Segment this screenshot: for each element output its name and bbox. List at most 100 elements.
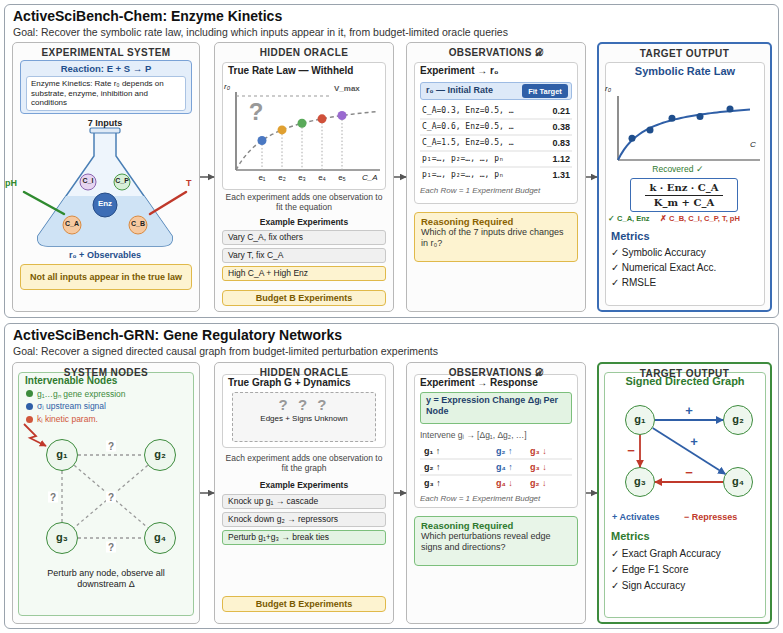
drop-line <box>282 134 283 170</box>
node-body: K_m + C_A <box>654 196 714 209</box>
flow-arrow <box>394 492 406 494</box>
note-text: Perturb any node, observe all downstream… <box>22 568 190 590</box>
metric-item: ✓ Edge F1 Score <box>611 564 761 576</box>
table-card: Experiment → r₀r₀ — Initial RateFit Targ… <box>414 62 578 204</box>
legend-text: kᵢ kinetic param. <box>37 414 98 424</box>
metrics-heading: Metrics <box>611 230 711 243</box>
temperature-probe <box>150 192 186 214</box>
node-heading: Perturb g₁+g₃ → break ties <box>228 532 380 542</box>
flow-arrow <box>394 176 406 178</box>
observation-point <box>298 119 307 128</box>
point-label: e₁ <box>255 173 269 183</box>
molecule-label: C_I <box>76 177 100 185</box>
unknown-edge <box>74 465 148 527</box>
observation-point <box>258 136 267 145</box>
node-heading: True Graph G + Dynamics <box>228 377 380 389</box>
table-cell: g₄ ↓ <box>496 478 526 489</box>
node-heading: True Rate Law — Withheld <box>228 65 380 77</box>
molecule-label: C_B <box>126 220 150 228</box>
flow-arrow <box>200 176 214 178</box>
node-heading: y = Expression Change Δgᵢ Per Node <box>426 395 566 417</box>
table-rules <box>420 459 572 460</box>
flow-arrow <box>200 492 214 494</box>
legend-text: g₁…gₙ gene expression <box>37 388 126 399</box>
axis-label: C <box>750 140 762 150</box>
excluded-inputs: ✗ C_B, C_I, C_P, T, pH <box>660 214 762 223</box>
legend-swatch <box>26 416 33 423</box>
table-cell: g₂ ↑ <box>424 462 464 473</box>
data-point <box>647 127 654 134</box>
table-rules <box>420 119 572 120</box>
legend-row: g₁…gₙ gene expression <box>26 388 126 399</box>
node-heading: g₃ <box>634 475 646 488</box>
signed-edge <box>655 419 723 421</box>
node-heading: Symbolic Rate Law <box>611 65 759 78</box>
node-heading: Intervenable Nodes <box>25 375 187 387</box>
data-point <box>727 106 734 113</box>
node-heading: Reasoning Required <box>421 216 571 227</box>
curves <box>236 106 750 170</box>
table-value: 0.83 <box>530 138 570 149</box>
node-heading: Vary T, fix C_A <box>228 250 380 260</box>
experiment-box: Vary T, fix C_A <box>222 248 386 263</box>
oracle-chart <box>236 92 380 170</box>
node-heading: Enzyme Kinetics: Rate r₀ depends on subs… <box>31 79 181 108</box>
badge: Fit Target <box>522 84 568 98</box>
drop-line <box>262 144 263 170</box>
node-heading: Reaction: E + S → P <box>26 63 186 74</box>
output-label: r₀ + Observables <box>45 250 165 261</box>
table-cell: g₃ ↓ <box>530 462 560 473</box>
data-point <box>669 115 676 122</box>
gene-node: g₁ <box>46 439 78 471</box>
node-body: Which perturbations reveal edge signs an… <box>421 531 571 553</box>
ph-probe <box>24 192 64 214</box>
table-value: 0.38 <box>530 122 570 133</box>
node-body: Goal: Recover a signed directed causal g… <box>13 345 770 358</box>
observation-point <box>278 125 287 134</box>
section-label: Example Experiments <box>222 217 386 227</box>
experiment-box: Perturb g₁+g₃ → break ties <box>222 530 386 545</box>
node-heading: Fit Target <box>528 87 562 96</box>
unknown-edge <box>78 537 144 538</box>
x-axis <box>236 169 380 170</box>
gene-node: g₁ <box>625 405 655 435</box>
table-rules <box>420 135 572 136</box>
legend-text: + Activates <box>612 512 678 523</box>
unknown-box: ? ? ?Edges + Signs Unknown <box>232 392 376 442</box>
formula-box: k · Enz · C_AK_m + C_A <box>630 178 738 212</box>
flow-arrow <box>586 492 597 494</box>
edge-label: + <box>688 435 700 449</box>
experiment-box: Knock up g₁ → cascade <box>222 494 386 509</box>
reasoning-box: Reasoning RequiredWhich of the 7 inputs … <box>414 212 578 262</box>
node-heading: Budget B Experiments <box>256 599 353 610</box>
edge-label: − <box>625 444 637 458</box>
table-header: Intervene gᵢ → [Δg₁, Δg₂, …] <box>420 430 574 440</box>
table-cell: g₄ ↑ <box>496 462 526 473</box>
table-cell: g₁ ↑ <box>424 446 464 457</box>
metric-item: ✓ Sign Accuracy <box>611 580 761 592</box>
table-cell: g₂ ↓ <box>530 478 560 489</box>
table-cell: g₂ ↑ <box>496 446 526 457</box>
table-cell: C_A=0.6, Enz=0.5, … <box>422 122 532 132</box>
gene-node: g₂ <box>723 405 753 435</box>
gene-node: g₄ <box>723 467 753 497</box>
data-point <box>629 135 636 142</box>
y-axis <box>617 96 618 160</box>
node-heading: Not all inputs appear in the true law <box>30 272 182 283</box>
signed-edge <box>655 481 723 483</box>
edge-label: ? <box>106 441 116 452</box>
axis-label: r₀ <box>605 84 616 94</box>
legend-text: − Represses <box>684 512 760 523</box>
node-body: Edges + Signs Unknown <box>233 414 375 424</box>
section-label: Example Experiments <box>222 480 386 490</box>
axis-label: C_A <box>362 173 384 183</box>
molecule-label: C_P <box>110 177 134 185</box>
node-heading: Signed Directed Graph <box>610 375 760 388</box>
column: OBSERVATIONS 𝒟Experiment → Responsey = E… <box>406 362 586 624</box>
node-heading: Budget B Experiments <box>256 293 353 304</box>
metric-item: ✓ Symbolic Accuracy <box>611 247 761 259</box>
node-heading: ? ? ? <box>233 396 375 414</box>
note-text: Each experiment adds one observation to … <box>222 453 386 473</box>
node-heading: g₄ <box>154 531 166 544</box>
asymptote-label: V_max <box>334 84 370 94</box>
